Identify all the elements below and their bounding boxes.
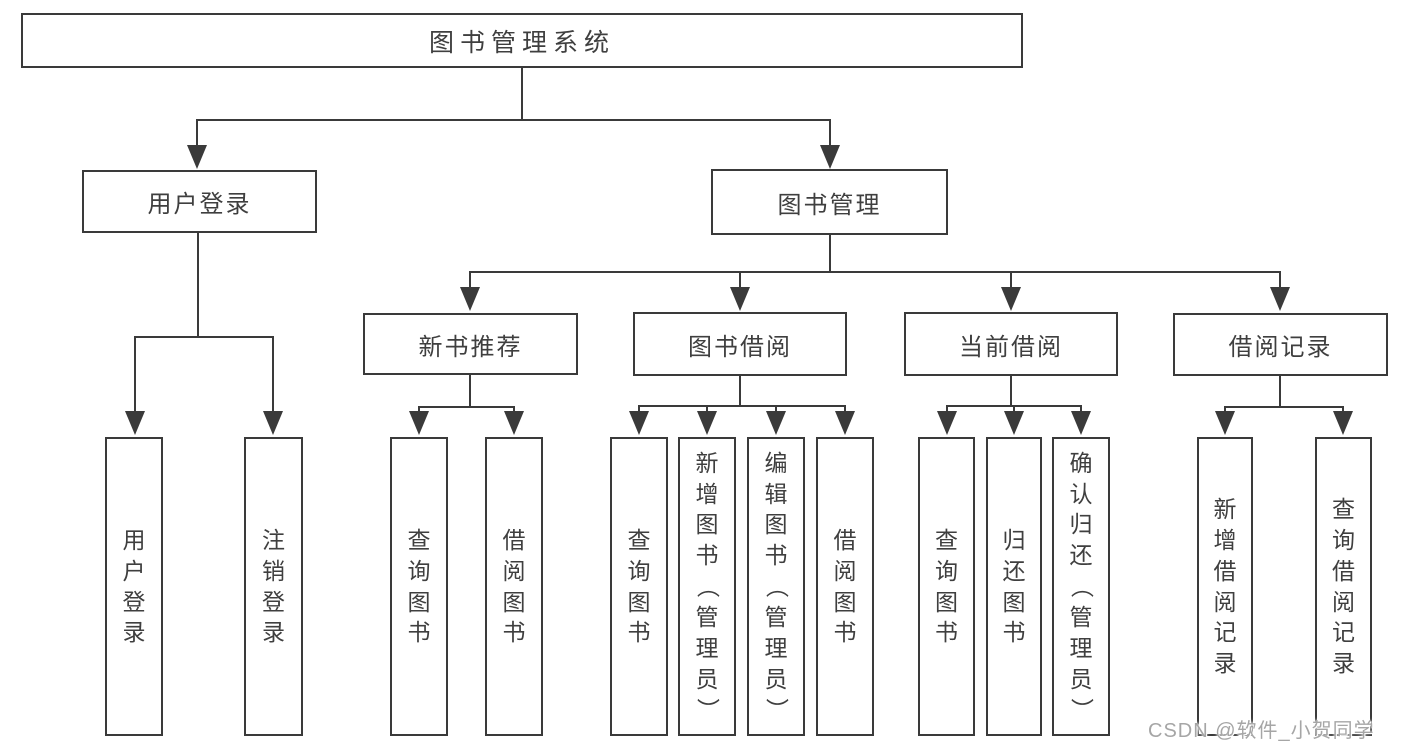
node-book-mgmt: 图书管理 [711,169,948,235]
leaf-logout: 注销登录 [244,437,303,736]
node-borrow-record: 借阅记录 [1173,313,1388,376]
leaf-add-borrow-record-label: 新增借阅记录 [1213,496,1237,677]
leaf-borrow-book: 借阅图书 [816,437,874,736]
arrow-leaf-c2-icon [697,411,717,435]
leaf-query-books-borrow-label: 查询图书 [627,526,651,646]
arrow-new-rec-icon [460,287,480,311]
arrow-leaf-d2-icon [1004,411,1024,435]
leaf-borrow-books-recommend-label: 借阅图书 [502,526,526,646]
connector-level3-hline [469,271,1281,273]
node-current-borrow: 当前借阅 [904,312,1118,376]
arrow-current-borrow-icon [1001,287,1021,311]
leaf-user-login-label: 用户登录 [122,526,146,646]
connector-current-borrow-shaft [1010,271,1012,295]
connector-new-rec-split [418,406,515,408]
connector-borrow-record-stem [1279,376,1281,408]
leaf-edit-book-admin-label: 编辑图书（管理员） [763,449,790,722]
arrow-leaf-d1-icon [937,411,957,435]
arrow-leaf-c4-icon [835,411,855,435]
node-root: 图书管理系统 [21,13,1023,68]
connector-leaf-logout-shaft [272,336,274,418]
connector-user-login-stem [197,233,199,338]
connector-user-login-shaft [196,119,198,151]
arrow-leaf-b2-icon [504,411,524,435]
node-new-book-recommend: 新书推荐 [363,313,578,375]
connector-book-mgmt-stem [829,235,831,273]
connector-book-borrow-split [638,405,846,407]
leaf-query-borrow-record: 查询借阅记录 [1315,437,1372,736]
leaf-query-books-current-label: 查询图书 [935,526,958,646]
node-user-login: 用户登录 [82,170,317,233]
connector-book-mgmt-shaft [829,119,831,151]
leaf-edit-book-admin: 编辑图书（管理员） [747,437,805,736]
arrow-book-borrow-icon [730,287,750,311]
arrow-leaf-e2-icon [1333,411,1353,435]
arrow-leaf-b1-icon [409,411,429,435]
watermark: CSDN @软件_小贺同学 [1148,720,1375,742]
arrow-leaf-login-icon [125,411,145,435]
arrow-leaf-c3-icon [766,411,786,435]
node-book-borrow-label: 图书借阅 [688,333,792,361]
arrow-leaf-e1-icon [1215,411,1235,435]
leaf-confirm-return-admin-label: 确认归还（管理员） [1068,449,1095,722]
leaf-return-book: 归还图书 [986,437,1042,736]
leaf-query-books-current: 查询图书 [918,437,975,736]
leaf-add-borrow-record: 新增借阅记录 [1197,437,1253,736]
arrow-borrow-record-icon [1270,287,1290,311]
leaf-confirm-return-admin: 确认归还（管理员） [1052,437,1110,736]
leaf-logout-label: 注销登录 [262,526,285,646]
leaf-add-book-admin: 新增图书（管理员） [678,437,736,736]
arrow-leaf-d3-icon [1071,411,1091,435]
arrow-leaf-logout-icon [263,411,283,435]
arrow-leaf-c1-icon [629,411,649,435]
node-new-book-recommend-label: 新书推荐 [418,333,523,361]
arrow-book-mgmt-icon [820,145,840,169]
node-book-borrow: 图书借阅 [633,312,847,376]
leaf-return-book-label: 归还图书 [1002,526,1026,646]
leaf-query-books-borrow: 查询图书 [610,437,668,736]
connector-borrow-record-split [1224,406,1344,408]
connector-new-rec-stem [469,375,471,408]
connector-new-rec-shaft [469,271,471,295]
connector-current-borrow-stem [1010,376,1012,407]
leaf-query-books-recommend: 查询图书 [390,437,448,736]
connector-root-stem [521,68,523,120]
connector-book-borrow-stem [739,376,741,407]
leaf-user-login: 用户登录 [105,437,163,736]
connector-level1-hline [196,119,831,121]
node-current-borrow-label: 当前借阅 [959,333,1063,361]
connector-borrow-record-shaft [1279,271,1281,295]
connector-book-borrow-shaft [739,271,741,295]
node-book-mgmt-label: 图书管理 [777,191,882,219]
leaf-query-borrow-record-label: 查询借阅记录 [1332,496,1355,677]
node-root-label: 图书管理系统 [428,28,615,57]
leaf-borrow-book-label: 借阅图书 [833,526,857,646]
node-user-login-label: 用户登录 [147,191,252,218]
node-borrow-record-label: 借阅记录 [1228,334,1333,361]
arrow-user-login-icon [187,145,207,169]
leaf-borrow-books-recommend: 借阅图书 [485,437,543,736]
leaf-query-books-recommend-label: 查询图书 [407,526,431,646]
connector-leaf-login-shaft [134,336,136,418]
leaf-add-book-admin-label: 新增图书（管理员） [694,449,721,722]
connector-user-login-split [134,336,274,338]
